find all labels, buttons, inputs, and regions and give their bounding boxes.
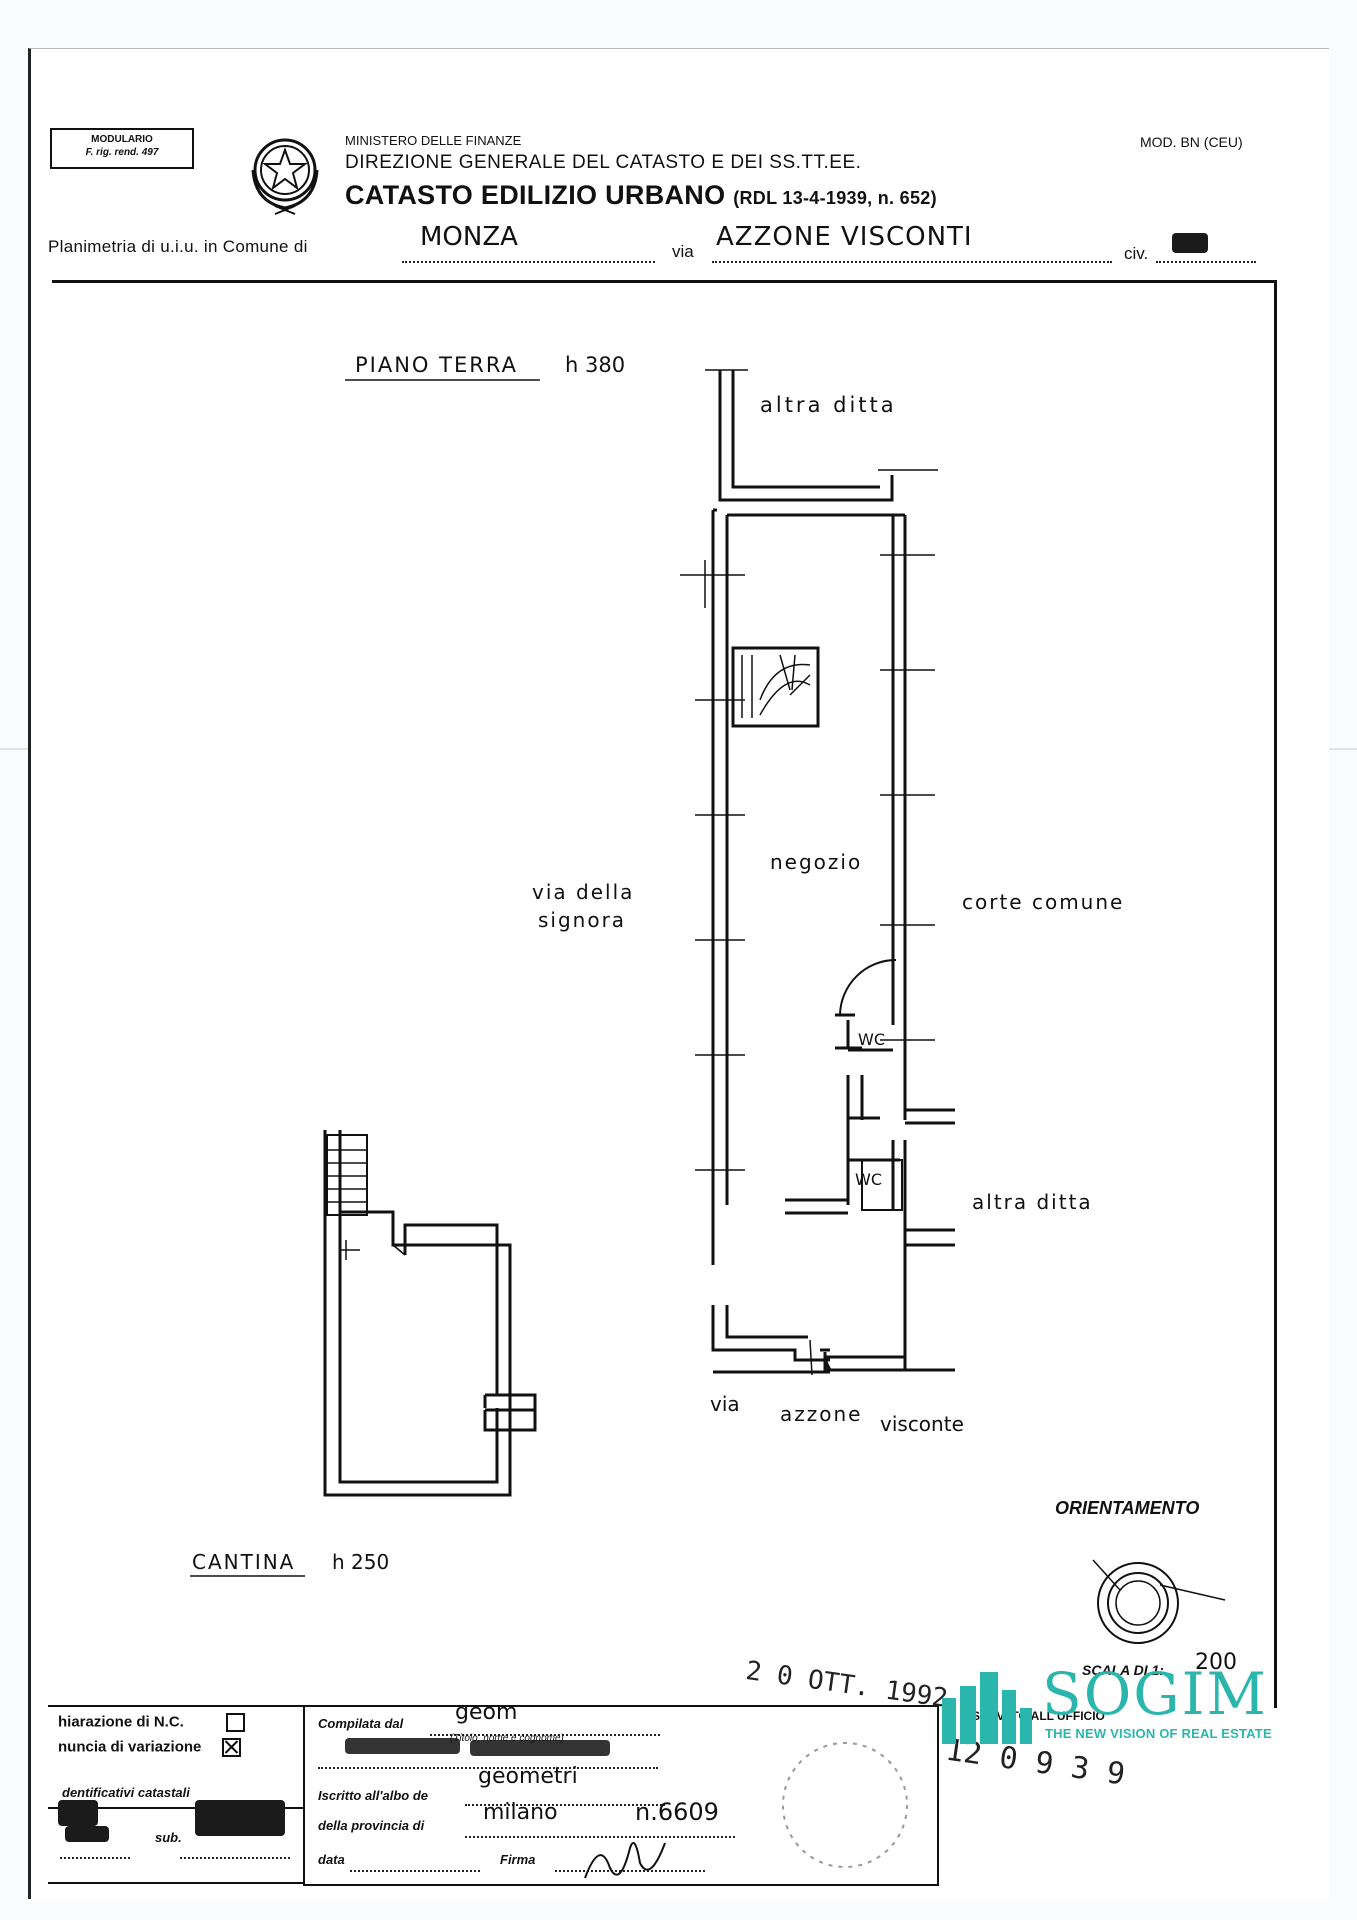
iscritto-dotline — [465, 1800, 665, 1806]
compilata-value: geom — [455, 1700, 518, 1725]
via-bottom-label: via — [710, 1392, 740, 1416]
sogim-building-icon — [942, 1672, 1032, 1744]
denuncia-checkbox[interactable] — [221, 1738, 241, 1757]
compilata-label: Compilata dal — [318, 1716, 404, 1731]
piano-terra-height: h 380 — [565, 353, 626, 377]
identificativi-redaction-1 — [58, 1800, 98, 1826]
orientamento-label: ORIENTAMENTO — [1055, 1498, 1200, 1518]
sogim-logo: SOGIM THE NEW VISION OF REAL ESTATE — [938, 1662, 1326, 1752]
civ-dotline — [1156, 252, 1256, 263]
altra-ditta-right-label: altra ditta — [972, 1190, 1093, 1214]
modulario-box: MODULARIO F. rig. rend. 497 — [50, 128, 194, 169]
iscritto-value: geometri — [478, 1764, 578, 1789]
republic-emblem-icon — [251, 138, 319, 215]
via-della-label: via della — [532, 880, 635, 904]
sogim-tagline: THE NEW VISION OF REAL ESTATE — [1045, 1726, 1272, 1741]
signora-label: signora — [538, 908, 627, 932]
altra-ditta-top-label: altra ditta — [760, 393, 897, 417]
numero-value: n.6609 — [635, 1798, 719, 1826]
dichiarazione-label: hiarazione di N.C. — [58, 1713, 184, 1731]
visconte-bottom-label: visconte — [880, 1412, 964, 1436]
stamp-circle — [782, 1742, 908, 1868]
modulario-ref: F. rig. rend. 497 — [85, 147, 159, 158]
ident-dotline-1 — [60, 1853, 130, 1859]
compilata-dotline — [430, 1730, 660, 1736]
compilata-name-redaction — [345, 1738, 460, 1754]
compilata-box — [303, 1705, 939, 1886]
corte-comune-label: corte comune — [962, 890, 1125, 914]
sogim-wordmark: SOGIM — [1042, 1660, 1268, 1728]
mod-bn-label: MOD. BN (CEU) — [1140, 134, 1243, 150]
via-label: via — [672, 242, 694, 261]
identificativi-label: dentificativi catastali — [62, 1785, 190, 1800]
compilata-dotline-2 — [318, 1763, 658, 1769]
negozio-label: negozio — [770, 850, 863, 874]
provincia-dotline — [465, 1832, 735, 1838]
cadastral-sheet — [28, 48, 1329, 1899]
azzone-bottom-label: azzone — [780, 1402, 863, 1426]
cantina-height: h 250 — [332, 1550, 390, 1574]
scala-label: SCALA DI 1: — [1082, 1662, 1164, 1678]
provincia-value: milano — [483, 1800, 558, 1825]
wc-label-1: WC — [858, 1030, 885, 1049]
civ-redaction — [1172, 233, 1208, 253]
denuncia-label: nuncia di variazione — [58, 1738, 202, 1756]
ident-dotline-2 — [180, 1853, 290, 1859]
data-label: data — [318, 1852, 345, 1867]
rdl-reference: (RDL 13-4-1939, n. 652) — [733, 188, 937, 208]
ministry-name: MINISTERO DELLE FINANZE — [345, 133, 522, 148]
piano-terra-label: PIANO TERRA — [355, 353, 518, 377]
modulario-label: MODULARIO — [91, 134, 153, 145]
scala-value: 200 — [1195, 1650, 1237, 1675]
dichiarazione-checkbox[interactable] — [226, 1713, 246, 1732]
denuncia-row: nuncia di variazione — [58, 1738, 241, 1757]
civ-label: civ. — [1124, 244, 1149, 263]
compilata-surname-redaction — [470, 1740, 610, 1756]
planimetria-label: Planimetria di u.i.u. in Comune di — [48, 237, 308, 256]
sub-label: sub. — [155, 1830, 182, 1845]
wc-label-2: WC — [855, 1170, 882, 1189]
provincia-label: della provincia di — [318, 1818, 425, 1833]
identificativi-redaction-2 — [65, 1826, 109, 1842]
firma-dotline — [555, 1866, 705, 1872]
direzione-name: DIREZIONE GENERALE DEL CATASTO E DEI SS.… — [345, 152, 862, 173]
dichiarazione-row: hiarazione di N.C. — [58, 1713, 246, 1732]
data-dotline — [350, 1866, 480, 1872]
comune-value: MONZA — [420, 222, 518, 252]
firma-signature — [584, 1842, 666, 1879]
via-dotline — [712, 252, 1112, 263]
firma-label: Firma — [500, 1852, 536, 1867]
comune-dotline — [402, 252, 655, 263]
cantina-label: CANTINA — [192, 1550, 296, 1574]
drawing-frame — [52, 280, 1277, 1708]
identificativi-redaction-3 — [195, 1800, 285, 1836]
catasto-name: CATASTO EDILIZIO URBANO — [345, 180, 726, 210]
iscritto-label: Iscritto all'albo de — [318, 1788, 429, 1803]
catasto-title: CATASTO EDILIZIO URBANO (RDL 13-4-1939, … — [345, 180, 937, 211]
titolo-note: (Titolo, nome e cognome) — [450, 1733, 564, 1744]
via-value: AZZONE VISCONTI — [716, 222, 973, 252]
